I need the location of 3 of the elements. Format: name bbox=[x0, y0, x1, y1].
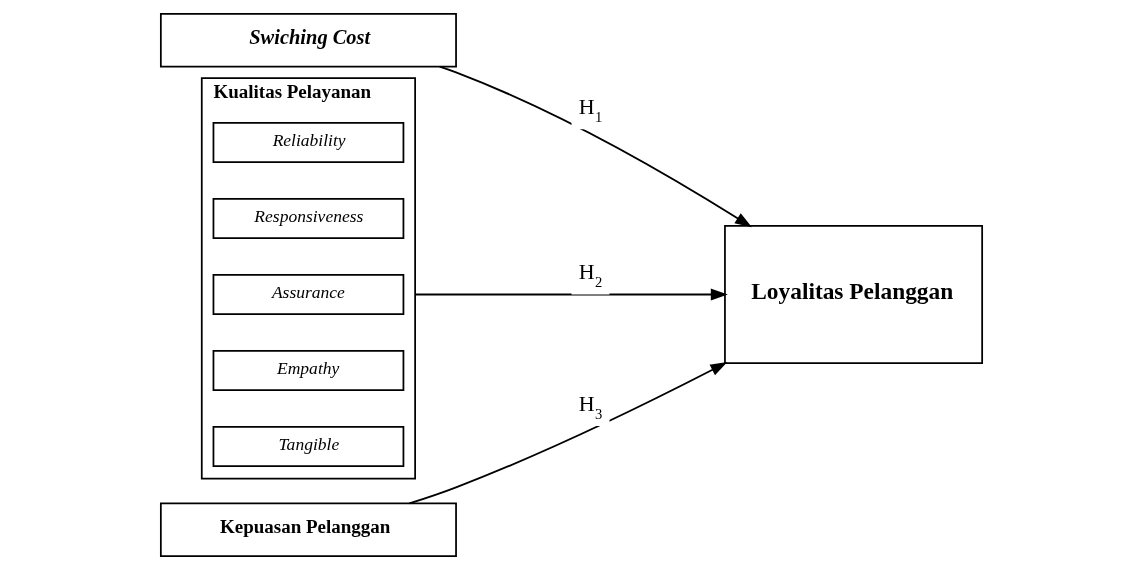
edge-label: H$_{1}$ bbox=[578, 94, 603, 126]
edge-label: H$_{2}$ bbox=[578, 259, 603, 291]
edge-label: H$_{3}$ bbox=[578, 390, 603, 422]
